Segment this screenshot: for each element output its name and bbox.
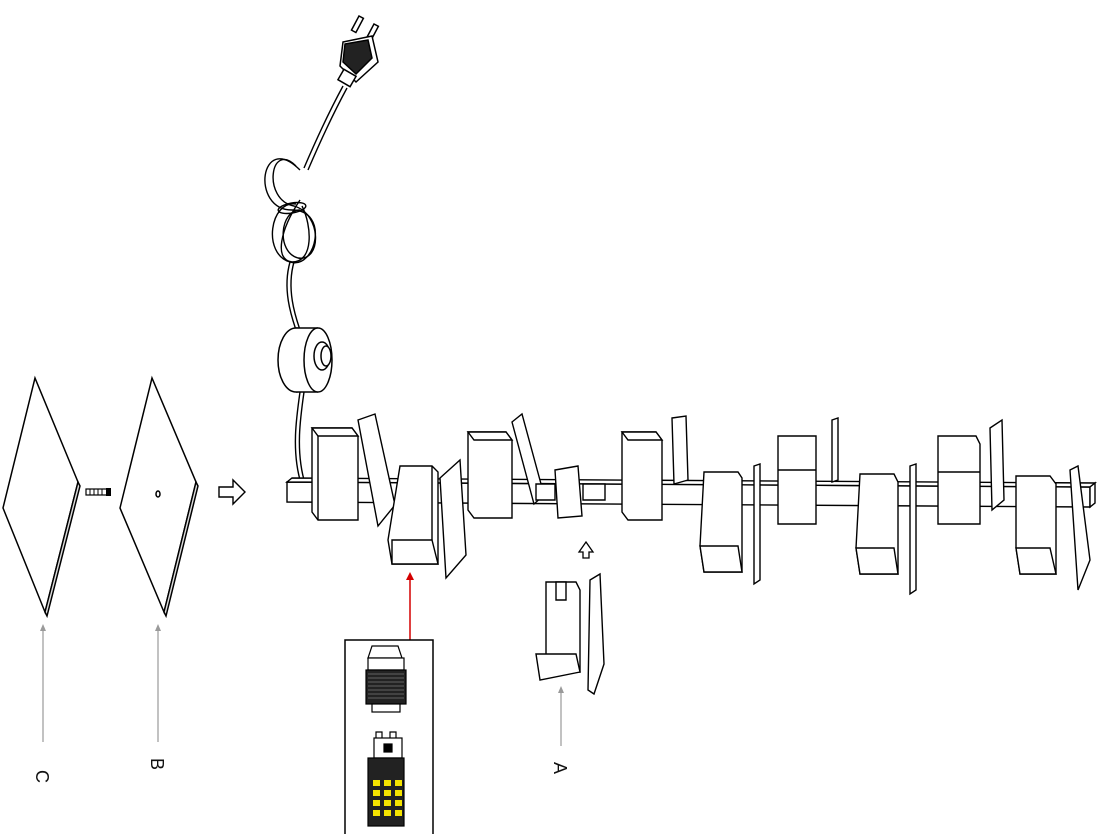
coiled-cord-icon xyxy=(264,85,348,331)
led-bulb-icon xyxy=(367,731,405,827)
bulb-socket-icon xyxy=(365,645,407,713)
label-b: B xyxy=(147,758,167,770)
lamp-module xyxy=(855,463,917,596)
lamp-module xyxy=(777,417,839,525)
switch-icon xyxy=(277,327,333,393)
cord-to-rail xyxy=(294,391,305,481)
callout-arrow xyxy=(406,572,414,580)
lamp-module xyxy=(937,418,1005,525)
screw-icon xyxy=(85,488,111,496)
up-arrow-icon xyxy=(577,540,595,559)
plug-icon xyxy=(336,14,380,88)
panel-c xyxy=(2,375,81,619)
lamp-module xyxy=(699,463,761,586)
lamp-module xyxy=(387,458,467,580)
leader-arrow-c xyxy=(40,624,46,631)
leader-arrow-b xyxy=(155,624,161,631)
direction-arrow-icon xyxy=(218,478,246,506)
lamp-module xyxy=(1015,464,1091,591)
part-a xyxy=(535,572,605,696)
label-a: A xyxy=(550,762,570,774)
panel-b xyxy=(119,375,199,619)
lamp-module xyxy=(310,413,396,528)
lamp-module xyxy=(535,465,606,519)
lamp-module xyxy=(620,415,689,521)
label-c: C xyxy=(32,770,52,783)
leader-arrow-a xyxy=(558,686,564,693)
